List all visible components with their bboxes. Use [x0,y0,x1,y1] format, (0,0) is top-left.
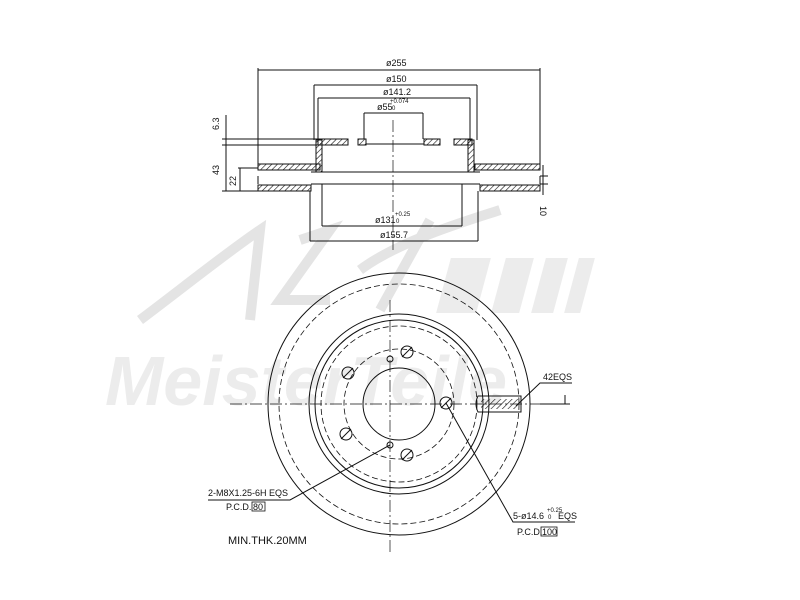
front-view: 42EQS 2-M8X1.25-6H EQS P.C.D. 80 5-ø14.6… [208,272,577,552]
thread-pcd-label: P.C.D. [226,502,251,512]
dim-center-bore: ø55 [377,102,393,112]
dim-center-bore-tol-low: 0 [392,106,396,112]
dim-plate-thickness: 10 [538,206,548,216]
vents-label: 42EQS [543,372,572,382]
holes-tol: +0.25 [547,508,563,514]
dim-hat-offset: 6.3 [211,117,221,130]
min-thickness-note: MIN.THK.20MM [228,535,307,547]
dim-inner-edge-diameter: ø155.7 [380,230,408,240]
holes-pcd-label: P.C.D. [517,527,542,537]
thread-pcd-value: 80 [253,502,263,512]
bolt-holes [339,345,453,462]
holes-tol-low: 0 [548,515,552,521]
dim-center-bore-tol: +0.074 [390,99,409,105]
side-view: ø255 ø150 ø141.2 ø55 +0.074 0 6.3 43 22 … [211,58,548,250]
holes-pcd-value: 100 [542,527,557,537]
holes-label: 5-ø14.6 [513,511,544,521]
dim-outer-diameter: ø255 [386,58,407,68]
vent-slot [475,395,522,413]
holes-suffix: EQS [558,511,577,521]
dim-total-height: 43 [211,165,221,175]
dim-inner-diameter: ø131 [375,215,396,225]
dim-hat-inner-diameter: ø141.2 [383,87,411,97]
dim-hat-diameter: ø150 [386,74,407,84]
dim-inner-diameter-tol: +0.25 [395,212,411,218]
dim-disc-thickness: 22 [228,176,238,186]
thread-label: 2-M8X1.25-6H EQS [208,488,288,498]
watermark-text: MeisterTeile [105,342,507,420]
watermark-logo: MeisterTeile [105,205,595,420]
dim-inner-diameter-tol-low: 0 [396,219,400,225]
